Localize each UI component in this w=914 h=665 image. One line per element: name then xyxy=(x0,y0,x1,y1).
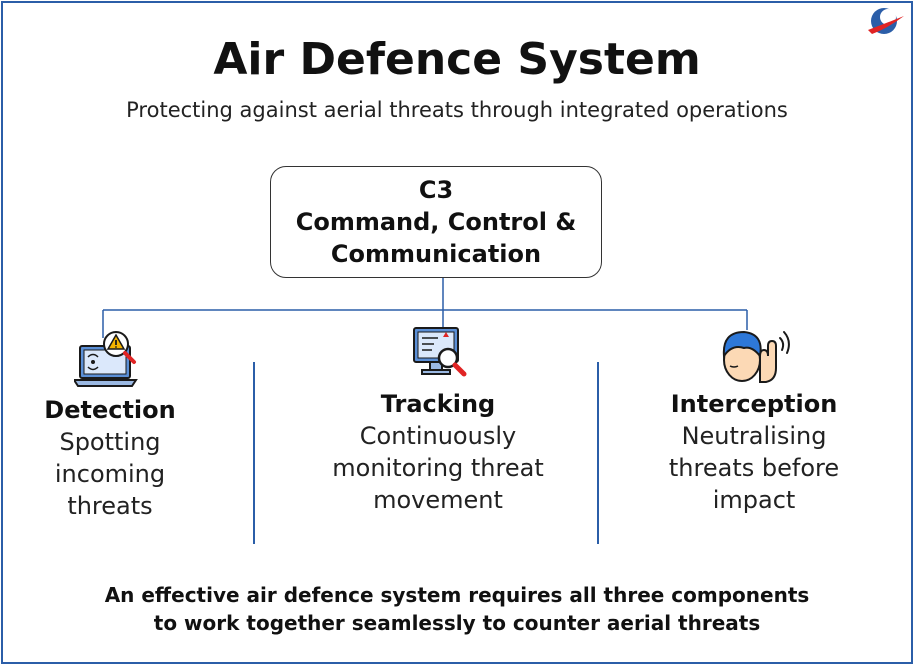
component-detection: Detection Spotting incoming threats xyxy=(10,396,210,522)
c3-line-command-control: Command, Control & xyxy=(295,208,577,236)
description-line: Spotting xyxy=(59,428,161,456)
component-title: Interception xyxy=(670,390,838,418)
footer-line: An effective air defence system requires… xyxy=(104,583,810,607)
component-title: Tracking xyxy=(380,390,496,418)
component-description: Neutralising threats before impact xyxy=(634,420,874,516)
hand-stop-icon xyxy=(722,330,790,383)
description-line: Neutralising xyxy=(681,422,827,450)
c3-node: C3 Command, Control & Communication xyxy=(270,166,602,278)
column-divider-right xyxy=(597,362,599,544)
page-subtitle: Protecting against aerial threats throug… xyxy=(126,98,788,122)
description-line: threats before xyxy=(668,454,840,482)
component-description: Continuously monitoring threat movement xyxy=(298,420,578,516)
description-line: Continuously xyxy=(359,422,517,450)
description-line: movement xyxy=(373,486,503,514)
description-line: monitoring threat xyxy=(332,454,544,482)
c3-line-communication: Communication xyxy=(330,240,542,268)
c3-label: C3 xyxy=(418,176,454,204)
description-line: impact xyxy=(712,486,796,514)
monitor-magnifier-icon xyxy=(413,327,467,377)
footer-line: to work together seamlessly to counter a… xyxy=(153,611,761,635)
component-title: Detection xyxy=(44,396,176,424)
description-line: incoming xyxy=(54,460,166,488)
brand-logo-icon xyxy=(868,8,904,34)
description-line: threats xyxy=(67,492,153,520)
laptop-warning-icon xyxy=(74,331,138,387)
component-description: Spotting incoming threats xyxy=(10,426,210,522)
page-title: Air Defence System xyxy=(213,34,701,85)
component-interception: Interception Neutralising threats before… xyxy=(634,390,874,516)
footer-note: An effective air defence system requires… xyxy=(0,581,914,637)
column-divider-left xyxy=(253,362,255,544)
component-tracking: Tracking Continuously monitoring threat … xyxy=(298,390,578,516)
